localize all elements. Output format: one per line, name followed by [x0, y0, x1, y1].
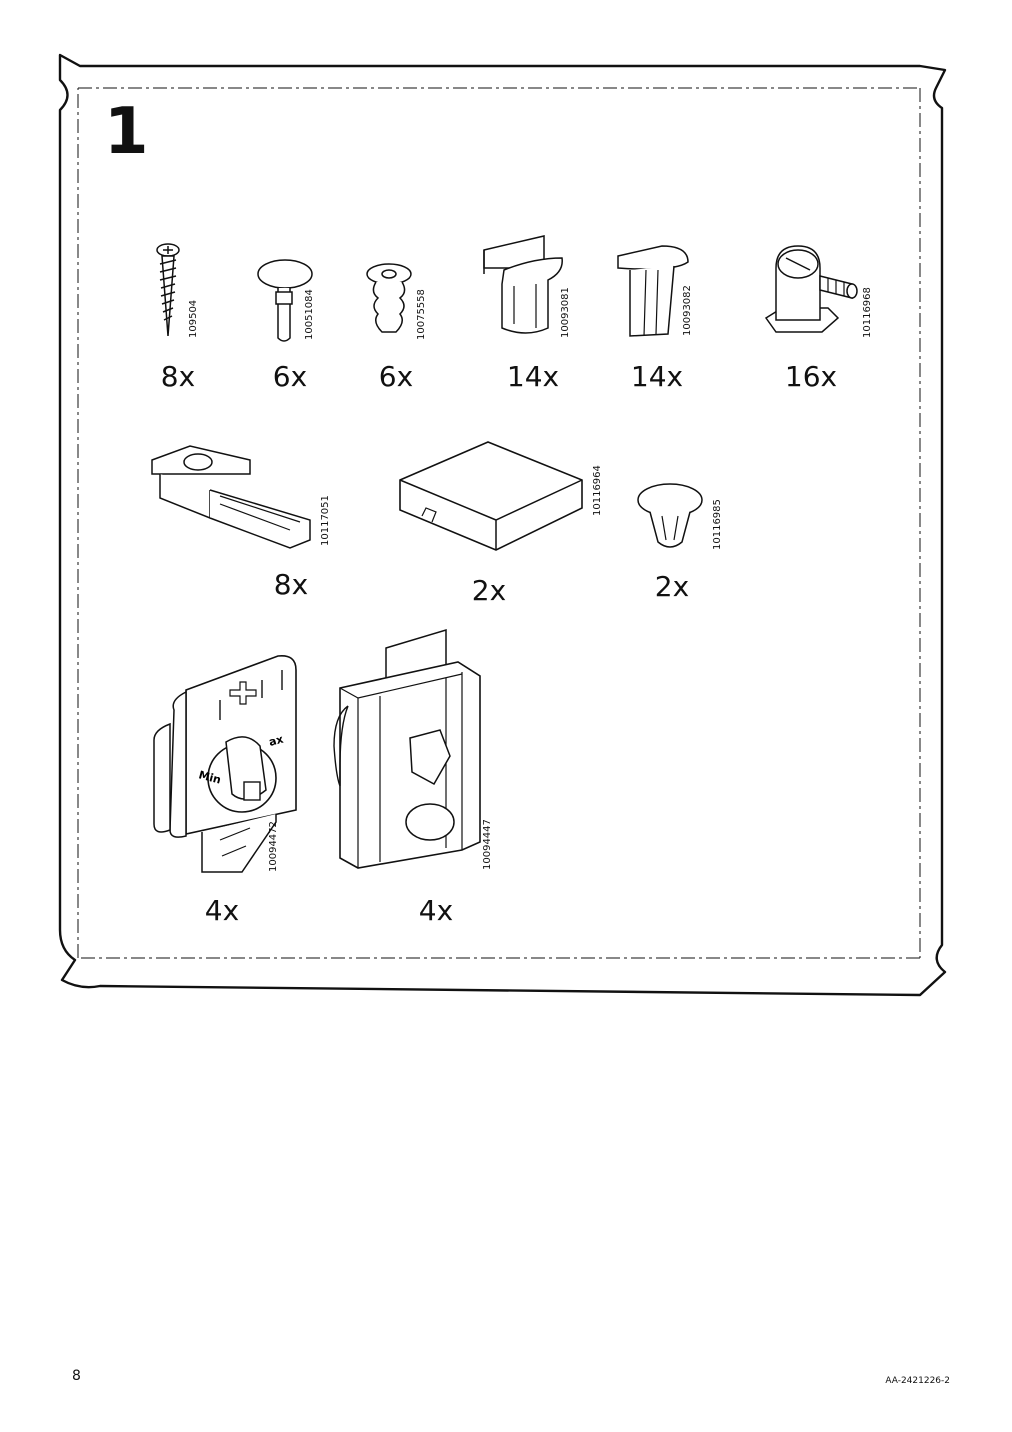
screw-icon: [156, 243, 180, 337]
part-quantity: 2x: [654, 570, 690, 603]
part-code: 10075558: [416, 289, 427, 340]
part-quantity: 4x: [418, 894, 454, 927]
part-quantity: 6x: [272, 360, 308, 393]
shelf-support-icon: [617, 245, 689, 337]
part-code: 10093082: [682, 285, 693, 336]
plug-icon: [366, 263, 412, 333]
part-quantity: 16x: [784, 360, 838, 393]
step-number: 1: [104, 95, 149, 169]
hinge-adjuster-icon: Min ax: [153, 654, 297, 873]
page-number: 8: [72, 1368, 81, 1384]
part-quantity: 8x: [273, 568, 309, 601]
part-quantity: 8x: [160, 360, 196, 393]
part-code: 109504: [188, 299, 199, 338]
part-code: 10117051: [320, 495, 331, 546]
shelf-support-icon: [483, 235, 563, 334]
part-code: 10093081: [560, 287, 571, 338]
dowel-icon: [257, 259, 313, 342]
part-quantity: 4x: [204, 894, 240, 927]
min-label: Min: [197, 768, 222, 786]
pad-icon: [399, 441, 583, 551]
hinge-bracket-icon: [333, 628, 481, 869]
part-code: 10094447: [482, 819, 493, 870]
document-id: AA-2421226-2: [885, 1376, 950, 1386]
part-code: 10116985: [712, 499, 723, 550]
clip-icon: [151, 445, 311, 549]
part-quantity: 14x: [630, 360, 684, 393]
part-code: 10094472: [268, 821, 279, 872]
connector-icon: [764, 245, 858, 333]
part-code: 10116964: [592, 465, 603, 516]
part-code: 10051084: [304, 289, 315, 340]
part-code: 10116968: [862, 287, 873, 338]
part-quantity: 14x: [506, 360, 560, 393]
part-quantity: 6x: [378, 360, 414, 393]
max-label: ax: [267, 733, 284, 749]
push-pin-icon: [637, 483, 703, 548]
part-quantity: 2x: [471, 574, 507, 607]
